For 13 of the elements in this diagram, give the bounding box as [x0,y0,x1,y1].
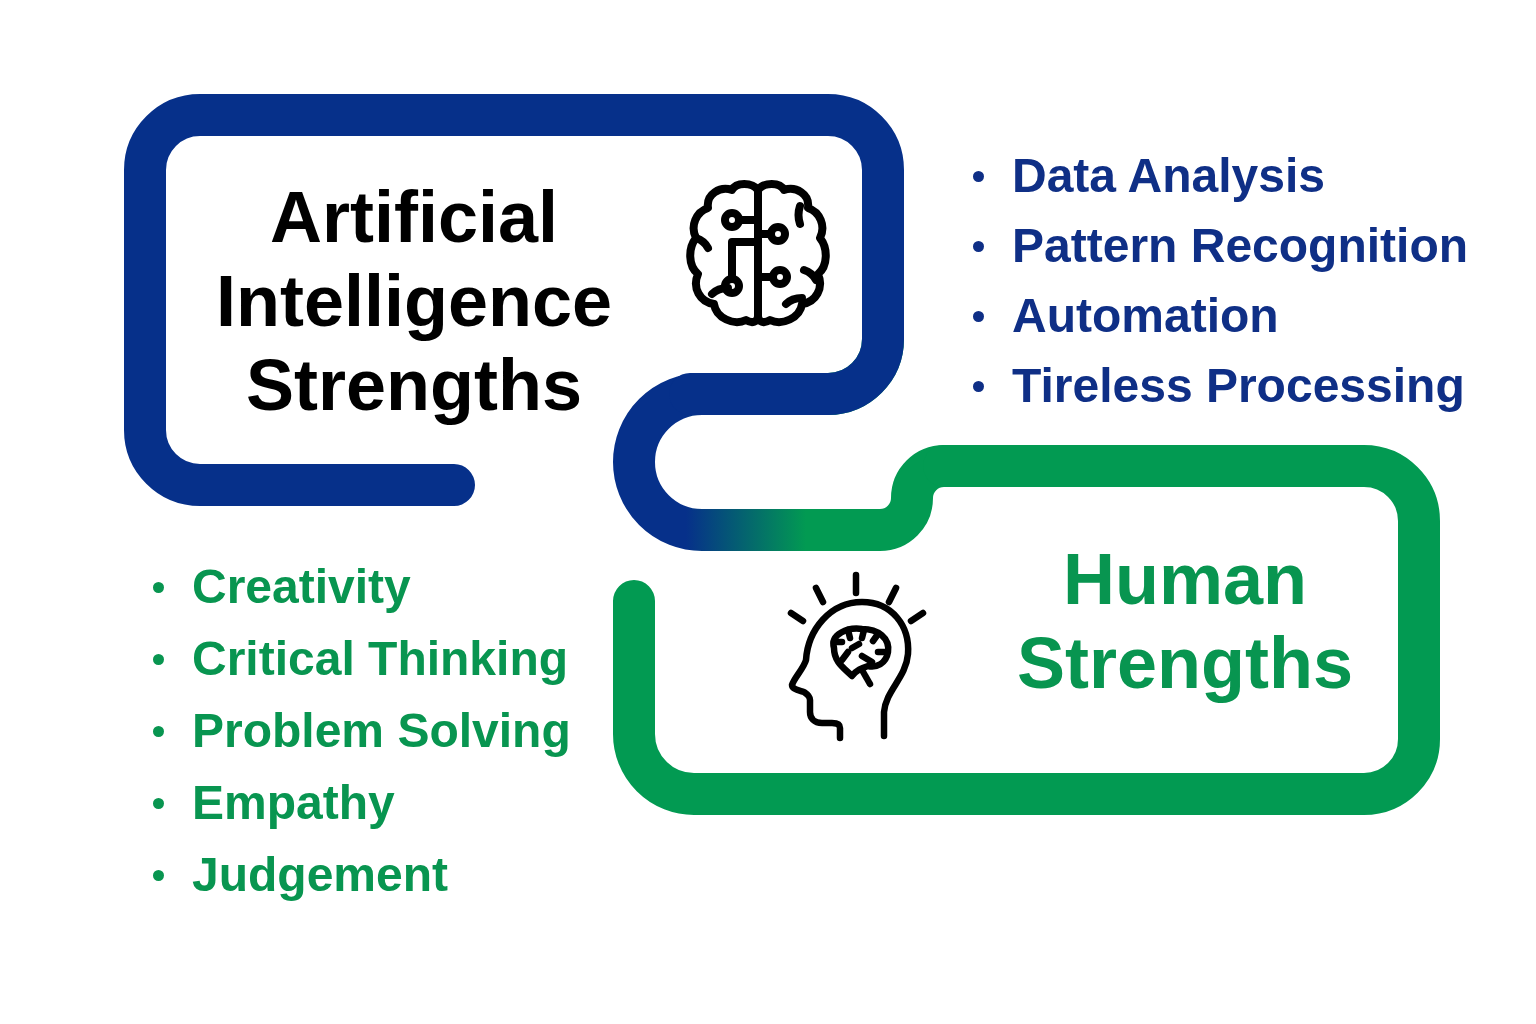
list-item-text: Tireless Processing [1012,358,1465,414]
open-frame [124,94,905,506]
list-item-text: Problem Solving [192,703,571,759]
list-item-text: Automation [1012,288,1279,344]
frame-heading: Artificial Intelligence Strengths [214,176,614,427]
list-item-text: Judgement [192,847,449,903]
list-item-text: Data Analysis [1012,148,1326,204]
list-item-text: Critical Thinking [192,631,569,687]
list-item-text: Pattern Recognition [1012,218,1469,274]
list-item-text: Empathy [192,775,395,831]
open-frame [612,445,1442,817]
list-item-text: Creativity [192,559,411,615]
frame-heading: Human Strengths [1016,538,1354,705]
